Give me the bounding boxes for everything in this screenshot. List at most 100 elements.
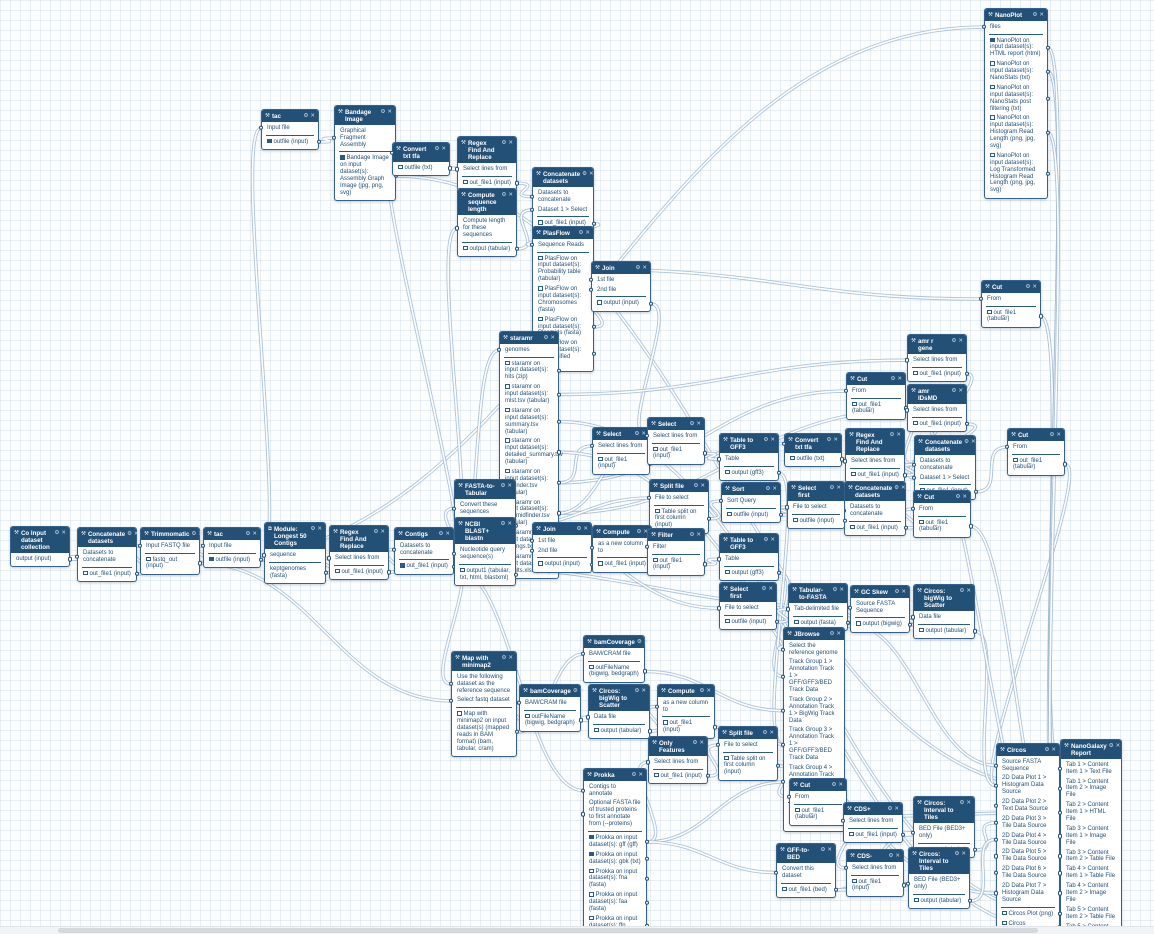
input-connector[interactable] bbox=[994, 870, 999, 876]
output-connector[interactable] bbox=[591, 221, 596, 227]
output-connector[interactable] bbox=[556, 511, 561, 516]
node-regex-find-and-replace[interactable]: ⚒Regex Find And Replace⚙✕Select lines fr… bbox=[455, 136, 519, 192]
output-connector[interactable] bbox=[968, 524, 973, 529]
input-connector[interactable] bbox=[586, 715, 591, 720]
input-connector[interactable] bbox=[844, 388, 849, 394]
input-connector[interactable] bbox=[1058, 854, 1063, 859]
node-close-icon[interactable]: ✕ bbox=[1051, 746, 1056, 753]
node-header[interactable]: ⚒Cut⚙✕ bbox=[914, 491, 970, 504]
input-connector[interactable] bbox=[201, 543, 206, 549]
output-checkbox[interactable] bbox=[83, 570, 88, 576]
node-header[interactable]: ⚒Split file⚙✕ bbox=[650, 480, 708, 493]
node-header[interactable]: ⚒Circos: Interval to Tiles⚙✕ bbox=[914, 797, 974, 824]
output-checkbox[interactable] bbox=[654, 772, 659, 778]
edge[interactable] bbox=[902, 507, 917, 530]
output-checkbox[interactable] bbox=[919, 519, 924, 525]
node-header[interactable]: ⚒Convert txt tfa⚙✕ bbox=[390, 143, 449, 163]
input-connector[interactable] bbox=[994, 837, 999, 842]
node-close-icon[interactable]: ✕ bbox=[1056, 431, 1061, 438]
node-map-with-minimap2[interactable]: ⚒Map with minimap2⚙✕Use the following da… bbox=[449, 651, 519, 758]
input-connector[interactable] bbox=[390, 150, 395, 155]
input-connector[interactable] bbox=[530, 548, 535, 554]
output-connector[interactable] bbox=[556, 450, 561, 455]
node-options-icon[interactable]: ⚙ bbox=[631, 771, 637, 778]
output-checkbox[interactable] bbox=[990, 152, 995, 158]
node-close-icon[interactable]: ✕ bbox=[770, 436, 775, 443]
output-connector[interactable] bbox=[702, 562, 707, 567]
node-options-icon[interactable]: ⚙ bbox=[832, 586, 838, 593]
node-close-icon[interactable]: ✕ bbox=[310, 112, 315, 119]
input-connector[interactable] bbox=[994, 854, 999, 859]
output-connector[interactable] bbox=[774, 619, 779, 625]
output-connector[interactable] bbox=[972, 629, 977, 634]
input-connector[interactable] bbox=[841, 818, 846, 824]
edge[interactable] bbox=[645, 780, 785, 844]
edge[interactable] bbox=[901, 831, 915, 837]
input-connector[interactable] bbox=[581, 811, 586, 817]
output-checkbox[interactable] bbox=[655, 508, 660, 514]
node-options-icon[interactable]: ⚙ bbox=[1108, 742, 1114, 749]
node-header[interactable]: ⚒JBrowse⚙✕ bbox=[784, 628, 844, 641]
output-checkbox[interactable] bbox=[538, 561, 543, 566]
node-concatenate-datasets[interactable]: ⚒Concatenate datasets⚙✕Datasets to conca… bbox=[912, 435, 978, 500]
edge[interactable] bbox=[515, 208, 534, 251]
edge[interactable] bbox=[66, 554, 81, 561]
horizontal-scrollbar[interactable] bbox=[0, 926, 1154, 934]
node-close-icon[interactable]: ✕ bbox=[579, 687, 585, 694]
output-connector[interactable] bbox=[556, 480, 561, 485]
node-options-icon[interactable]: ⚙ bbox=[894, 484, 900, 491]
output-connector[interactable] bbox=[514, 246, 519, 252]
node-header[interactable]: ⚒Concatenate datasets⚙✕ bbox=[533, 168, 594, 188]
node-options-icon[interactable]: ⚙ bbox=[894, 588, 900, 595]
node-options-icon[interactable]: ⚙ bbox=[829, 630, 835, 637]
node-header[interactable]: ⚒NCBI BLAST+ blastn⚙✕ bbox=[455, 518, 515, 545]
input-connector[interactable] bbox=[774, 870, 779, 875]
output-connector[interactable] bbox=[642, 669, 647, 674]
output-connector[interactable] bbox=[447, 165, 452, 171]
node-header[interactable]: ⚒Filter⚙✕ bbox=[648, 529, 704, 542]
output-connector[interactable] bbox=[197, 561, 202, 566]
edge[interactable] bbox=[385, 150, 461, 569]
node-header[interactable]: ⚒Tabular-to-FASTA⚙✕ bbox=[789, 584, 847, 604]
input-connector[interactable] bbox=[655, 704, 660, 709]
output-checkbox[interactable] bbox=[589, 868, 594, 874]
output-connector[interactable] bbox=[964, 371, 969, 377]
output-checkbox[interactable] bbox=[505, 407, 510, 413]
node-bandage-image[interactable]: ⚒Bandage Image⚙✕Graphical Fragment Assem… bbox=[332, 105, 398, 202]
output-connector[interactable] bbox=[705, 773, 710, 779]
input-connector[interactable] bbox=[717, 456, 722, 462]
node-options-icon[interactable]: ⚙ bbox=[826, 436, 832, 443]
input-connector[interactable] bbox=[994, 820, 999, 825]
node-close-icon[interactable]: ✕ bbox=[901, 484, 906, 491]
input-connector[interactable] bbox=[1058, 766, 1063, 771]
output-checkbox[interactable] bbox=[852, 401, 857, 407]
node-options-icon[interactable]: ⚙ bbox=[501, 654, 507, 661]
node-close-icon[interactable]: ✕ bbox=[966, 587, 971, 594]
output-connector[interactable] bbox=[134, 571, 139, 577]
output-connector[interactable] bbox=[1062, 462, 1067, 467]
node-close-icon[interactable]: ✕ bbox=[700, 482, 705, 489]
edge[interactable] bbox=[557, 358, 909, 397]
input-connector[interactable] bbox=[590, 545, 595, 550]
output-checkbox[interactable] bbox=[663, 720, 668, 725]
node-header[interactable]: ⚒Circos: bigWig to Scatter⚙✕ bbox=[589, 685, 649, 712]
output-connector[interactable] bbox=[316, 139, 321, 145]
input-connector[interactable] bbox=[905, 407, 910, 413]
node-options-icon[interactable]: ⚙ bbox=[831, 781, 837, 788]
node-options-icon[interactable]: ⚙ bbox=[699, 687, 705, 694]
output-connector[interactable] bbox=[67, 557, 72, 562]
input-connector[interactable] bbox=[1058, 891, 1063, 896]
node-close-icon[interactable]: ✕ bbox=[643, 638, 649, 645]
node-options-icon[interactable]: ⚙ bbox=[501, 139, 507, 146]
node-options-icon[interactable]: ⚙ bbox=[634, 687, 640, 694]
node-close-icon[interactable]: ✕ bbox=[958, 337, 963, 344]
edge[interactable] bbox=[968, 837, 998, 903]
input-connector[interactable] bbox=[262, 553, 267, 558]
